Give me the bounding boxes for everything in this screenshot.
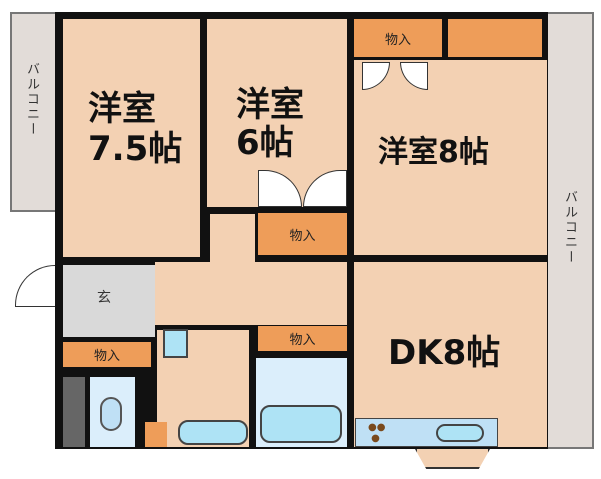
room-7-5-label-2: 7.5帖 [88,129,183,169]
balcony-left-label: バルコニー [24,62,39,137]
room-7-5-label-1: 洋室 [88,89,156,129]
room-8-label: 洋室8帖 [378,135,489,170]
western-room-8 [354,60,547,255]
hallway [155,262,347,325]
closet-entrance: 物入 [63,342,151,367]
western-room-7-5 [63,19,200,257]
dining-kitchen [354,262,547,447]
entrance [63,265,155,337]
balcony-left [10,12,57,212]
closet-top-right-2 [448,19,542,57]
front-door-icon[interactable] [15,265,55,307]
washing-machine-icon [163,329,188,358]
bay-window [415,449,490,469]
storage-strip [63,377,85,447]
toilet-icon [100,397,122,431]
closet-room-6: 物入 [258,213,347,255]
hallway-upper [210,214,255,264]
closet-top-right: 物入 [354,19,442,57]
room-6-label-2: 6帖 [236,123,294,163]
small-cabinet [145,422,167,447]
room-6-label-1: 洋室 [236,85,304,125]
entrance-label: 玄 [97,290,111,306]
kitchen-sink-icon [436,424,484,442]
dk-label: DK8帖 [388,333,501,373]
stove-icon: ●● ● [368,422,386,444]
sink-icon [178,420,248,445]
balcony-right-label: バルコニー [562,190,577,265]
closet-hall: 物入 [258,326,347,351]
bathtub-icon [260,405,342,443]
